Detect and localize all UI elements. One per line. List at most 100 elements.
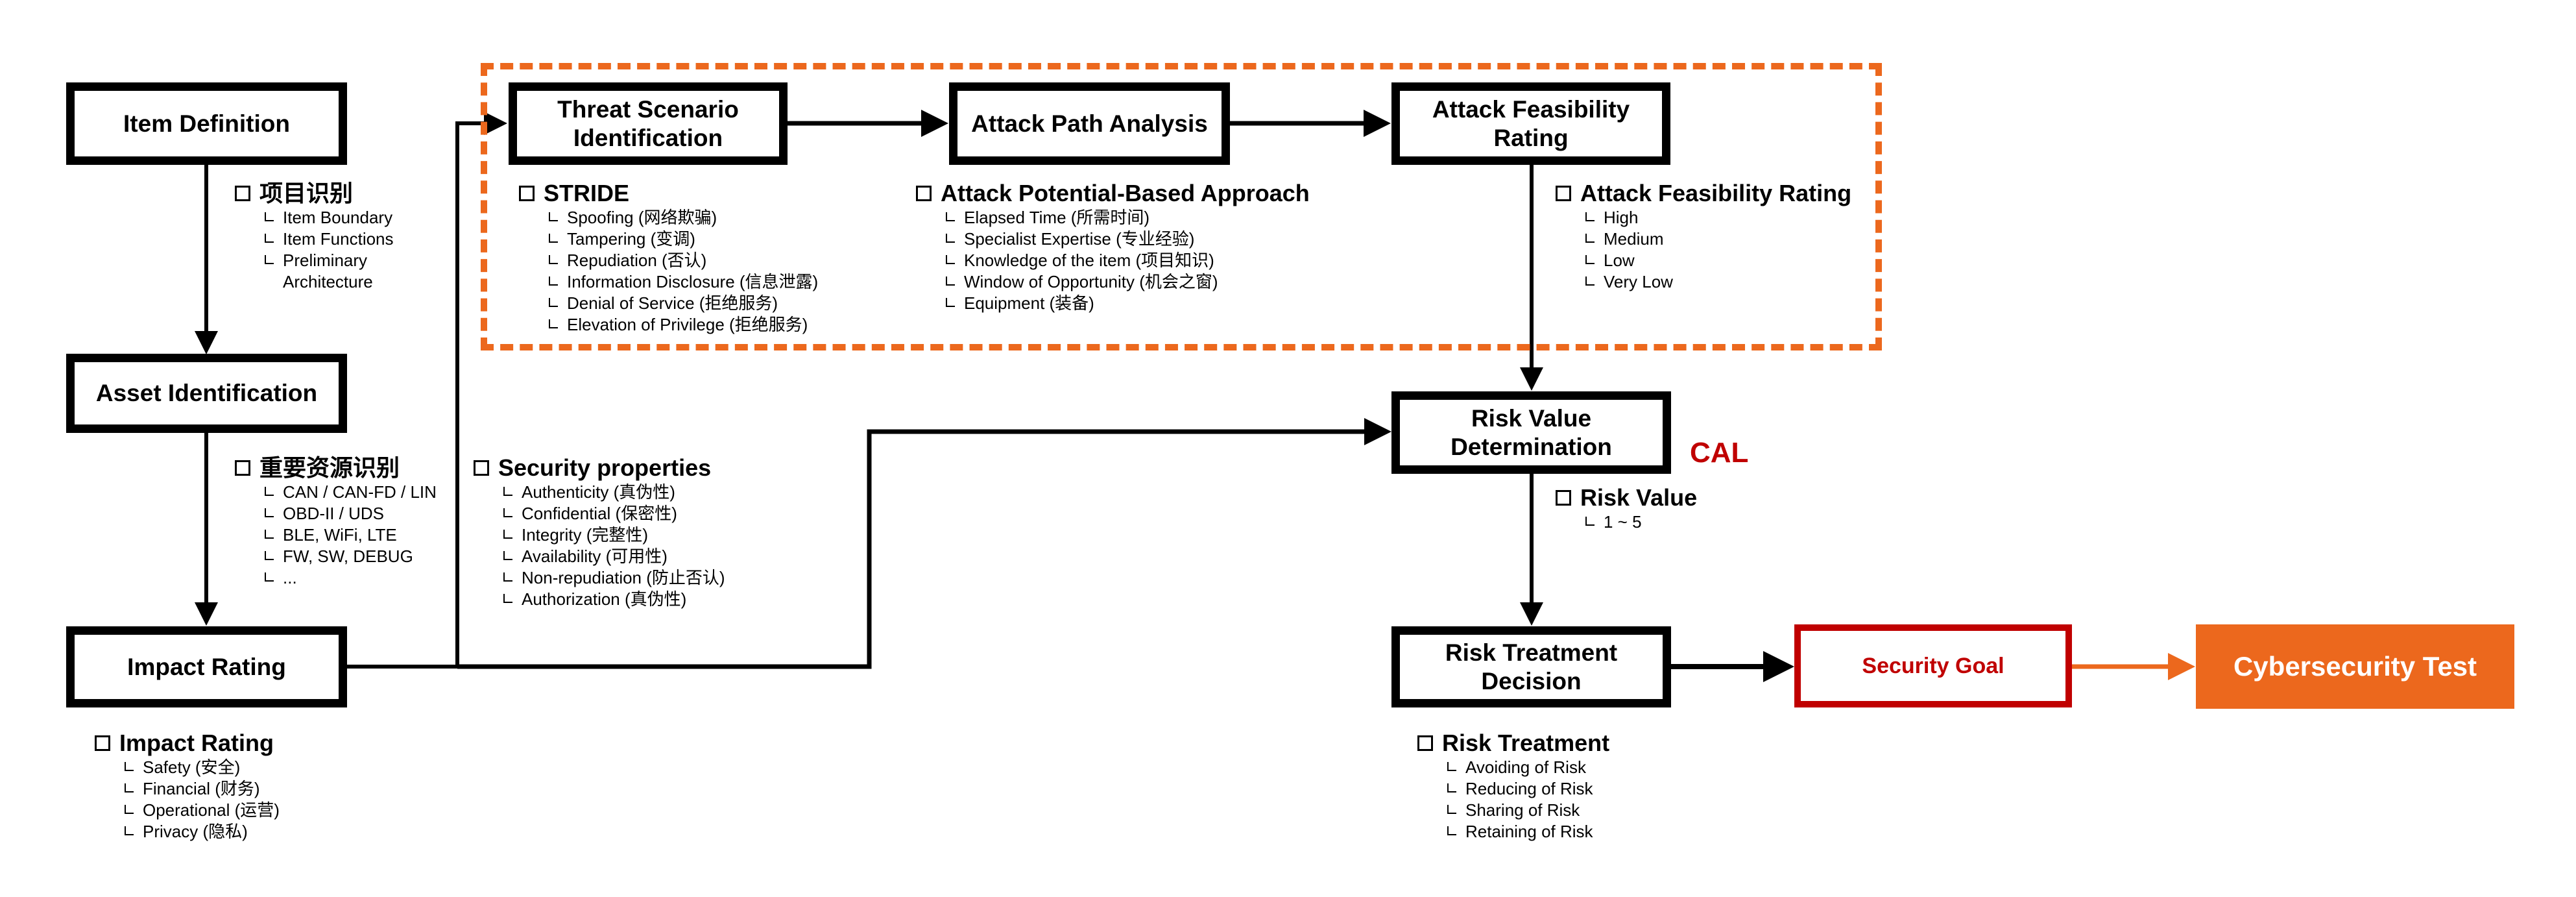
corner-bullet-icon — [549, 255, 558, 264]
corner-bullet-icon — [1585, 234, 1595, 243]
list-item: OBD-II / UDS — [265, 503, 437, 524]
list-item: Repudiation (否认) — [549, 250, 818, 271]
corner-bullet-icon — [125, 783, 134, 793]
list-item: Denial of Service (拒绝服务) — [549, 293, 818, 314]
list-item: Information Disclosure (信息泄露) — [549, 271, 818, 293]
list-item: Sharing of Risk — [1447, 800, 1609, 821]
list-item: Item Functions — [265, 228, 394, 250]
impact-rating-label: Impact Rating — [127, 653, 286, 680]
list-item: Window of Opportunity (机会之窗) — [946, 271, 1310, 293]
list-item: Item Boundary — [265, 207, 394, 228]
list-item: Avoiding of Risk — [1447, 757, 1609, 778]
corner-bullet-icon — [946, 276, 955, 286]
asset-identification-label: Asset Identification — [95, 380, 318, 406]
note-risk-treatment: Risk Treatment Avoiding of Risk Reducing… — [1417, 730, 1609, 842]
corner-bullet-icon — [1585, 276, 1595, 286]
corner-bullet-icon — [503, 572, 512, 582]
note-title: STRIDE — [544, 180, 630, 206]
corner-bullet-icon — [265, 212, 274, 221]
risk-treatment-label: Risk Treatment Decision — [1445, 639, 1618, 694]
list-item: Safety (安全) — [125, 757, 280, 778]
corner-bullet-icon — [1447, 762, 1456, 771]
security-goal-box[interactable]: Security Goal — [1794, 624, 2072, 707]
corner-bullet-icon — [125, 762, 134, 771]
note-title: Security properties — [498, 454, 712, 481]
list-item: Architecture — [283, 272, 373, 291]
asset-identification-box[interactable]: Asset Identification — [66, 354, 347, 433]
corner-bullet-icon — [1447, 783, 1456, 793]
note-item-identification: 项目识别 Item Boundary Item Functions Prelim… — [235, 180, 394, 293]
note-attack-feasibility: Attack Feasibility Rating High Medium Lo… — [1556, 180, 1851, 293]
note-title: Impact Rating — [119, 730, 274, 756]
corner-bullet-icon — [549, 234, 558, 243]
list-item: Tampering (变调) — [549, 228, 818, 250]
corner-bullet-icon — [549, 298, 558, 307]
corner-bullet-icon — [265, 572, 274, 582]
corner-bullet-icon — [549, 276, 558, 286]
note-security-properties: Security properties Authenticity (真伪性) C… — [474, 454, 725, 610]
corner-bullet-icon — [1447, 826, 1456, 835]
threat-scenario-label: Threat Scenario Identification — [557, 95, 739, 151]
attack-path-label: Attack Path Analysis — [971, 110, 1208, 137]
cybersecurity-test-box[interactable]: Cybersecurity Test — [2196, 624, 2514, 709]
checkbox-icon — [1556, 186, 1571, 201]
checkbox-icon — [519, 186, 535, 201]
note-impact-rating: Impact Rating Safety (安全) Financial (财务)… — [95, 730, 280, 842]
arrow-impact-to-riskvalue — [457, 418, 1391, 669]
list-item: ... — [265, 567, 437, 589]
list-item: Specialist Expertise (专业经验) — [946, 228, 1310, 250]
list-item: Non-repudiation (防止否认) — [503, 567, 725, 589]
corner-bullet-icon — [265, 255, 274, 264]
corner-bullet-icon — [265, 530, 274, 539]
corner-bullet-icon — [265, 551, 274, 560]
checkbox-icon — [1556, 490, 1571, 506]
list-item: Operational (运营) — [125, 800, 280, 821]
list-item: Medium — [1585, 228, 1851, 250]
risk-value-box[interactable]: Risk Value Determination — [1391, 391, 1671, 474]
list-item: Authorization (真伪性) — [503, 589, 725, 610]
note-title: 重要资源识别 — [259, 454, 400, 481]
list-item: Very Low — [1585, 271, 1851, 293]
corner-bullet-icon — [1447, 805, 1456, 814]
note-stride: STRIDE Spoofing (网络欺骗) Tampering (变调) Re… — [519, 180, 818, 336]
corner-bullet-icon — [1585, 255, 1595, 264]
checkbox-icon — [95, 735, 110, 751]
impact-rating-box[interactable]: Impact Rating — [66, 626, 347, 707]
tara-core-dashed-group — [481, 63, 1882, 350]
corner-bullet-icon — [549, 212, 558, 221]
risk-treatment-box[interactable]: Risk Treatment Decision — [1391, 626, 1671, 707]
note-title: 项目识别 — [259, 180, 354, 206]
note-title: Attack Potential-Based Approach — [941, 180, 1310, 206]
list-item: Availability (可用性) — [503, 546, 725, 567]
list-item: Reducing of Risk — [1447, 778, 1609, 800]
corner-bullet-icon — [503, 530, 512, 539]
threat-scenario-box[interactable]: Threat Scenario Identification — [509, 82, 788, 165]
cal-label: CAL — [1690, 437, 1749, 469]
list-item: Integrity (完整性) — [503, 524, 725, 546]
corner-bullet-icon — [265, 508, 274, 517]
note-title: Attack Feasibility Rating — [1580, 180, 1852, 206]
checkbox-icon — [235, 460, 250, 476]
list-item: Retaining of Risk — [1447, 821, 1609, 842]
corner-bullet-icon — [125, 826, 134, 835]
list-item: Spoofing (网络欺骗) — [549, 207, 818, 228]
attack-feasibility-box[interactable]: Attack Feasibility Rating — [1391, 82, 1670, 165]
risk-value-label: Risk Value Determination — [1451, 404, 1612, 460]
list-item: FW, SW, DEBUG — [265, 546, 437, 567]
list-item: High — [1585, 207, 1851, 228]
list-item: 1 ~ 5 — [1585, 511, 1697, 533]
list-item: Low — [1585, 250, 1851, 271]
corner-bullet-icon — [946, 255, 955, 264]
list-item: Elapsed Time (所需时间) — [946, 207, 1310, 228]
checkbox-icon — [235, 186, 250, 201]
checkbox-icon — [1417, 735, 1433, 751]
corner-bullet-icon — [946, 234, 955, 243]
item-definition-box[interactable]: Item Definition — [66, 82, 347, 165]
checkbox-icon — [916, 186, 932, 201]
corner-bullet-icon — [549, 319, 558, 328]
corner-bullet-icon — [503, 508, 512, 517]
attack-path-box[interactable]: Attack Path Analysis — [949, 82, 1230, 165]
list-item: Confidential (保密性) — [503, 503, 725, 524]
list-item: Financial (财务) — [125, 778, 280, 800]
